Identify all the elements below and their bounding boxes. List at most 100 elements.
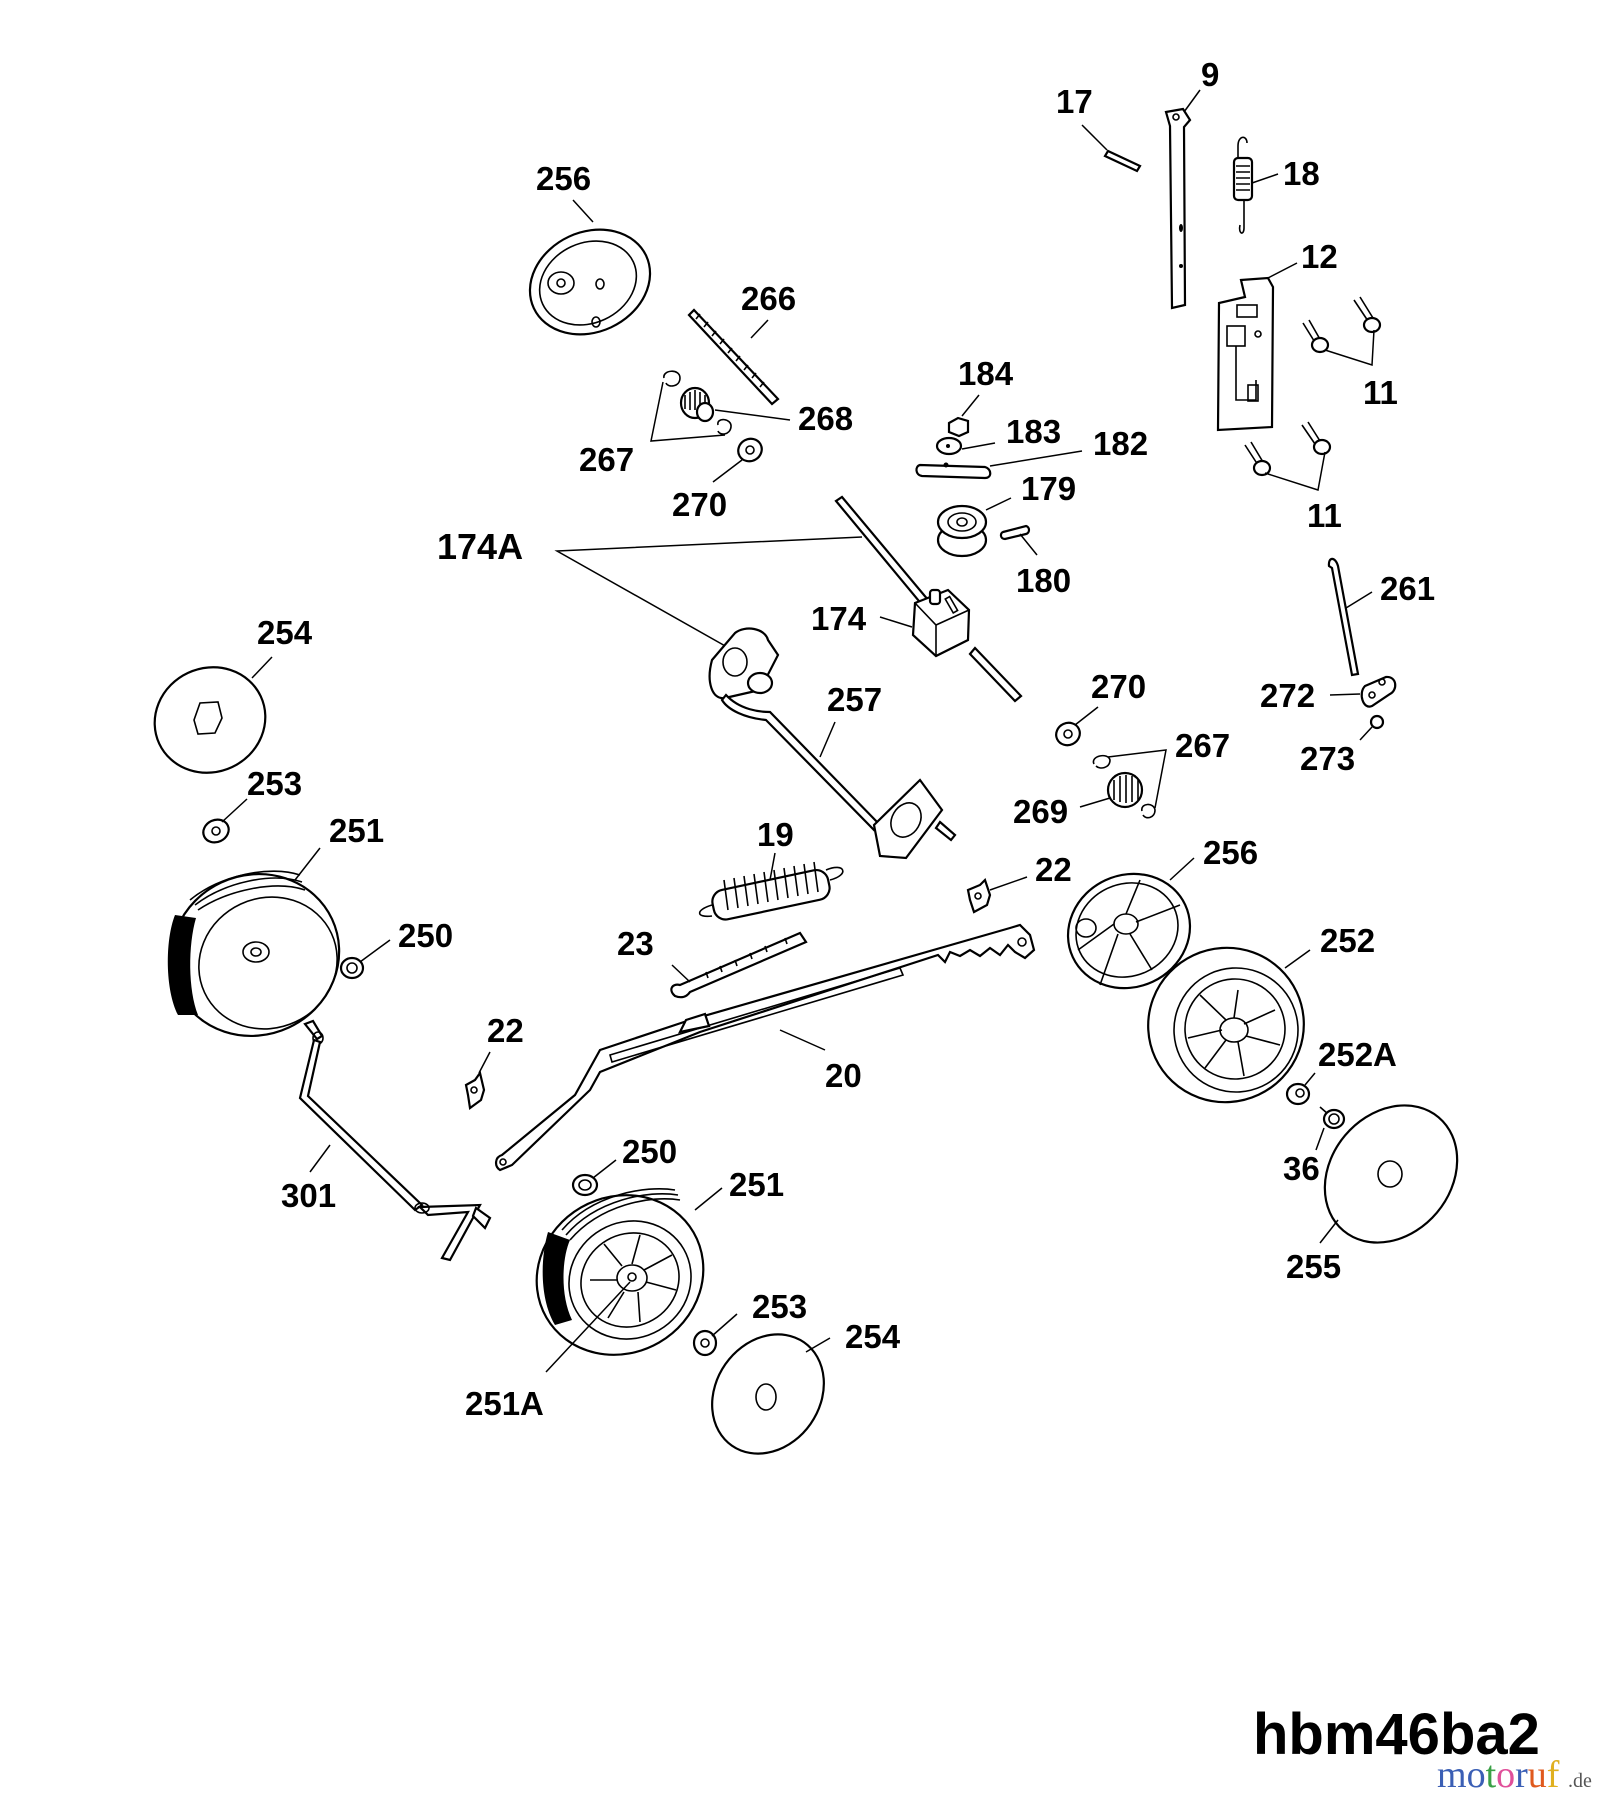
callout-270-left: 270 bbox=[672, 486, 727, 523]
part-251A-wheel-hub-lower[interactable]: 251A bbox=[465, 1281, 631, 1422]
callout-254-upper: 254 bbox=[257, 614, 313, 651]
part-261-hook-rod[interactable]: 261 bbox=[1327, 557, 1435, 677]
watermark-letter: r bbox=[1515, 1754, 1528, 1796]
callout-301: 301 bbox=[281, 1177, 336, 1214]
part-254-wheel-cover-upper-left[interactable]: 254 bbox=[137, 614, 313, 791]
part-11-screws-lower[interactable]: 11 bbox=[1244, 421, 1342, 534]
watermark-logo: motoruf bbox=[1437, 1754, 1560, 1796]
callout-252: 252 bbox=[1320, 922, 1375, 959]
part-179-pulley[interactable]: 179 bbox=[936, 470, 1076, 558]
part-184-nut[interactable]: 184 bbox=[947, 355, 1014, 438]
part-251-wheel-upper-left[interactable]: 251 bbox=[144, 812, 384, 1063]
part-22-clip-right[interactable]: 22 bbox=[966, 851, 1072, 914]
callout-20: 20 bbox=[825, 1057, 862, 1094]
callout-251A: 251A bbox=[465, 1385, 544, 1422]
part-273-nut-small[interactable]: 273 bbox=[1300, 714, 1385, 777]
diagram-title: hbm46ba2 bbox=[1253, 1702, 1540, 1767]
callout-256-right: 256 bbox=[1203, 834, 1258, 871]
part-256-hub-cap-right[interactable]: 256 bbox=[1049, 834, 1258, 1008]
part-251-wheel-lower[interactable]: 251 bbox=[507, 1165, 784, 1385]
callout-267-right: 267 bbox=[1175, 727, 1230, 764]
part-17-pin[interactable]: 17 bbox=[1056, 83, 1142, 173]
callout-268: 268 bbox=[798, 400, 853, 437]
part-266-threaded-rod[interactable]: 266 bbox=[687, 280, 796, 406]
callout-18: 18 bbox=[1283, 155, 1320, 192]
part-268-pinion-gear[interactable]: 268 bbox=[679, 386, 853, 437]
callout-11-lower: 11 bbox=[1307, 497, 1342, 534]
part-270-washer-right[interactable]: 270 bbox=[1052, 668, 1146, 749]
part-252-wheel-right[interactable]: 252 bbox=[1123, 922, 1375, 1128]
callout-269: 269 bbox=[1013, 793, 1068, 830]
callout-254-lower: 254 bbox=[845, 1318, 901, 1355]
part-256-hub-cap-upper[interactable]: 256 bbox=[513, 160, 668, 354]
part-36-screw[interactable]: 36 bbox=[1283, 1106, 1346, 1187]
callout-273: 273 bbox=[1300, 740, 1355, 777]
part-18-tension-spring[interactable]: 18 bbox=[1232, 136, 1320, 234]
part-9-handle-bracket[interactable]: 9 bbox=[1164, 56, 1219, 310]
part-174A-gearbox-assembly[interactable]: 174A bbox=[437, 526, 863, 648]
part-269-pinion-gear-right[interactable]: 269 bbox=[1013, 771, 1144, 830]
callout-251-upper: 251 bbox=[329, 812, 384, 849]
part-253-star-washer-lower[interactable]: 253 bbox=[692, 1288, 807, 1357]
callout-184: 184 bbox=[958, 355, 1014, 392]
watermark-letter: t bbox=[1486, 1754, 1497, 1796]
watermark-letter: f bbox=[1547, 1754, 1560, 1796]
callout-253-upper: 253 bbox=[247, 765, 302, 802]
callout-270-right: 270 bbox=[1091, 668, 1146, 705]
part-182-key-plate[interactable]: 182 bbox=[915, 425, 1148, 480]
part-255-wheel-cover-right[interactable]: 255 bbox=[1286, 1079, 1485, 1285]
part-23-adjustment-strip[interactable]: 23 bbox=[617, 925, 808, 999]
part-12-mounting-plate[interactable]: 12 bbox=[1216, 238, 1338, 432]
callout-182: 182 bbox=[1093, 425, 1148, 462]
part-254-wheel-cover-lower[interactable]: 254 bbox=[689, 1313, 901, 1476]
part-301-axle-crank[interactable]: 301 bbox=[281, 1019, 492, 1262]
callout-179: 179 bbox=[1021, 470, 1076, 507]
callout-250-upper: 250 bbox=[398, 917, 453, 954]
watermark-letter: m bbox=[1437, 1754, 1467, 1796]
part-270-washer-left[interactable]: 270 bbox=[672, 434, 766, 523]
part-183-washer[interactable]: 183 bbox=[935, 413, 1061, 456]
part-180-key[interactable]: 180 bbox=[999, 524, 1071, 599]
part-252A-bushing[interactable]: 252A bbox=[1285, 1036, 1397, 1106]
part-267-circlips-left[interactable]: 267 bbox=[579, 370, 732, 478]
part-257-drive-shaft-bracket[interactable]: 257 bbox=[708, 627, 957, 860]
callout-22-right: 22 bbox=[1035, 851, 1072, 888]
watermark-suffix: .de bbox=[1568, 1770, 1592, 1792]
callout-250-lower: 250 bbox=[622, 1133, 677, 1170]
callout-183: 183 bbox=[1006, 413, 1061, 450]
callout-11-upper: 11 bbox=[1363, 374, 1398, 411]
callout-17: 17 bbox=[1056, 83, 1093, 120]
part-11-screws-upper[interactable]: 11 bbox=[1302, 296, 1398, 411]
part-22-clip-left[interactable]: 22 bbox=[464, 1012, 524, 1110]
callout-267-left: 267 bbox=[579, 441, 634, 478]
part-250-washer-lower[interactable]: 250 bbox=[571, 1133, 677, 1197]
watermark-letter: o bbox=[1496, 1754, 1515, 1796]
callout-174: 174 bbox=[811, 600, 867, 637]
callout-180: 180 bbox=[1016, 562, 1071, 599]
callout-251-lower: 251 bbox=[729, 1166, 784, 1203]
part-19-extension-spring[interactable]: 19 bbox=[698, 816, 844, 922]
callout-12: 12 bbox=[1301, 238, 1338, 275]
callout-36: 36 bbox=[1283, 1150, 1320, 1187]
part-20-height-adjust-lever[interactable]: 20 bbox=[495, 923, 1036, 1172]
part-267-circlips-right[interactable]: 267 bbox=[1092, 727, 1230, 819]
watermark-letter: o bbox=[1467, 1754, 1486, 1796]
callout-253-lower: 253 bbox=[752, 1288, 807, 1325]
callout-266: 266 bbox=[741, 280, 796, 317]
motoruf-watermark[interactable]: motoruf .de bbox=[1437, 1754, 1592, 1796]
callout-174A: 174A bbox=[437, 526, 523, 567]
callout-19: 19 bbox=[757, 816, 794, 853]
callout-9: 9 bbox=[1201, 56, 1219, 93]
part-272-link-plate[interactable]: 272 bbox=[1260, 675, 1397, 714]
watermark-letter: u bbox=[1528, 1754, 1547, 1796]
part-250-washer-upper-left[interactable]: 250 bbox=[339, 917, 453, 980]
callout-23: 23 bbox=[617, 925, 654, 962]
part-253-star-washer-upper[interactable]: 253 bbox=[200, 765, 302, 846]
callout-256-upper: 256 bbox=[536, 160, 591, 197]
callout-255: 255 bbox=[1286, 1248, 1341, 1285]
callout-257: 257 bbox=[827, 681, 882, 718]
callout-252A: 252A bbox=[1318, 1036, 1397, 1073]
part-174-gearbox[interactable]: 174 bbox=[811, 495, 1023, 703]
